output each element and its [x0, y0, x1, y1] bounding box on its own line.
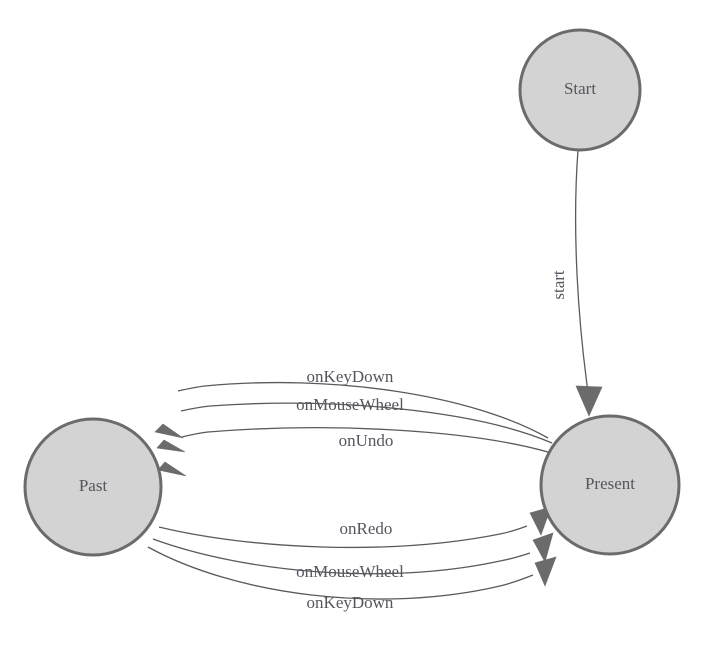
edge-present-past-onundo-path	[181, 427, 549, 453]
edge-past-present-onmousewheel-arrowhead	[532, 532, 554, 563]
node-past-label: Past	[79, 476, 108, 495]
edge-past-present-onkeydown-label: onKeyDown	[307, 593, 394, 612]
edge-past-present-onmousewheel-label: onMouseWheel	[296, 562, 404, 581]
edge-present-past-onundo[interactable]: onUndo	[157, 427, 549, 477]
edge-present-past-onmousewheel-label: onMouseWheel	[296, 395, 404, 414]
edge-present-past-onkeydown[interactable]: onKeyDown	[154, 367, 549, 439]
node-present[interactable]: Present	[539, 414, 681, 556]
edge-past-present-onkeydown-path	[147, 546, 534, 600]
edge-past-present-onkeydown[interactable]: onKeyDown	[147, 546, 557, 612]
edge-past-present-onredo-label: onRedo	[340, 519, 393, 538]
edge-start-path	[574, 149, 589, 393]
node-past-circle	[23, 417, 163, 557]
edge-start-label: start	[549, 270, 568, 300]
edge-present-past-onmousewheel-arrowhead	[156, 439, 186, 453]
edge-start[interactable]: start	[549, 149, 603, 417]
node-present-label: Present	[585, 474, 635, 493]
edge-present-past-onkeydown-arrowhead	[154, 423, 184, 439]
edge-present-past-onkeydown-path	[177, 381, 549, 439]
edge-past-present-onkeydown-arrowhead	[534, 556, 557, 587]
node-past[interactable]: Past	[23, 417, 163, 557]
node-start-label: Start	[564, 79, 596, 98]
edge-present-past-onmousewheel-path	[180, 402, 553, 444]
edge-past-present-onmousewheel-path	[152, 538, 531, 575]
edge-past-present-onredo-path	[158, 525, 528, 549]
edge-past-present-onredo[interactable]: onRedo	[158, 506, 552, 549]
edge-past-present-onmousewheel[interactable]: onMouseWheel	[152, 532, 554, 581]
edge-present-past-onmousewheel[interactable]: onMouseWheel	[156, 395, 553, 453]
edge-start-arrowhead	[575, 385, 603, 417]
node-start-circle	[518, 28, 642, 152]
edge-present-past-onundo-arrowhead	[157, 461, 187, 477]
edge-present-past-onkeydown-label: onKeyDown	[307, 367, 394, 386]
node-start[interactable]: Start	[518, 28, 642, 152]
node-present-circle	[539, 414, 681, 556]
edge-present-past-onundo-label: onUndo	[339, 431, 394, 450]
